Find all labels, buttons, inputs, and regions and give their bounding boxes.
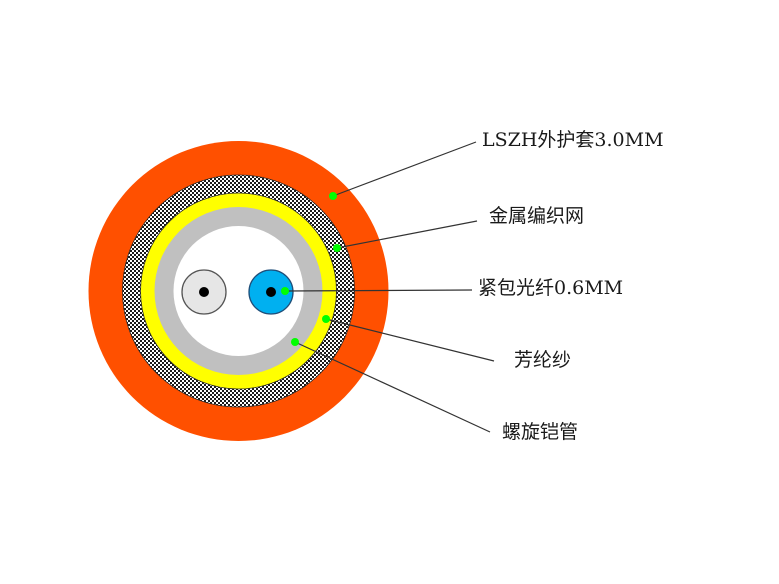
marker-dot-2 <box>333 244 341 252</box>
fiber-group <box>181 269 294 315</box>
marker-dot-1 <box>329 192 337 200</box>
label-spiral-armor: 螺旋铠管 <box>502 421 579 443</box>
leader-lines <box>281 141 495 433</box>
label-lszh-jacket: LSZH外护套3.0MM <box>482 129 664 151</box>
leader-line-3 <box>284 289 473 292</box>
leader-line-2 <box>336 220 478 249</box>
leader-line-1 <box>332 141 477 197</box>
fiber-core-2 <box>266 287 276 297</box>
layer-inner-cavity <box>173 226 304 356</box>
cable-layers <box>88 141 389 441</box>
fiber-core-1 <box>199 287 209 297</box>
label-aramid-yarn: 芳纶纱 <box>514 349 572 371</box>
leader-line-4 <box>325 318 495 362</box>
label-tight-buffer-fiber: 紧包光纤0.6MM <box>478 277 624 299</box>
marker-dot-4 <box>322 315 330 323</box>
marker-dot-3 <box>281 287 289 295</box>
marker-dot-5 <box>291 338 299 346</box>
label-metal-braid: 金属编织网 <box>489 205 585 227</box>
leader-line-5 <box>294 341 491 433</box>
